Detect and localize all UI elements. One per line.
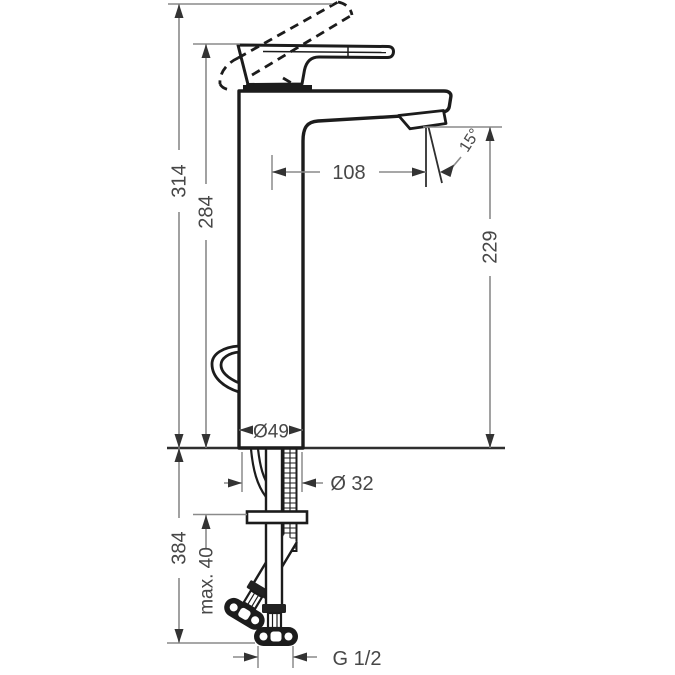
aerator xyxy=(397,109,448,131)
dim-label-connection-thread: G 1/2 xyxy=(333,648,382,670)
dim-label-spray-angle: 15° xyxy=(457,126,484,156)
faucet-body xyxy=(210,89,453,450)
dimension-arrowheads xyxy=(174,4,495,662)
dim-label-hole-diameter: Ø 32 xyxy=(330,473,373,495)
body-and-spout-outline xyxy=(237,89,453,450)
dim-label-base-diameter: Ø49 xyxy=(253,422,289,443)
dim-label-below-deck-length: 384 xyxy=(169,531,191,564)
vertical-supply-hose xyxy=(254,448,298,646)
spray-angle-reference xyxy=(425,126,443,187)
mounting-flange xyxy=(245,510,309,525)
dim-label-height-to-handle: 284 xyxy=(196,195,218,228)
angled-supply-hose xyxy=(224,533,298,630)
lever-handle-raised-dashed xyxy=(218,0,354,92)
dim-label-spout-height: 229 xyxy=(480,230,502,263)
hose-curve-line xyxy=(249,448,267,498)
lever-handle xyxy=(236,43,395,90)
extension-lines xyxy=(167,3,502,668)
dim-label-spout-reach: 108 xyxy=(332,162,365,184)
dim-label-overall-height: 314 xyxy=(169,164,191,197)
below-deck-assembly xyxy=(224,447,309,646)
popup-rod-hook xyxy=(210,344,241,394)
dim-label-max-mounting-thickness: max. 40 xyxy=(197,547,218,615)
